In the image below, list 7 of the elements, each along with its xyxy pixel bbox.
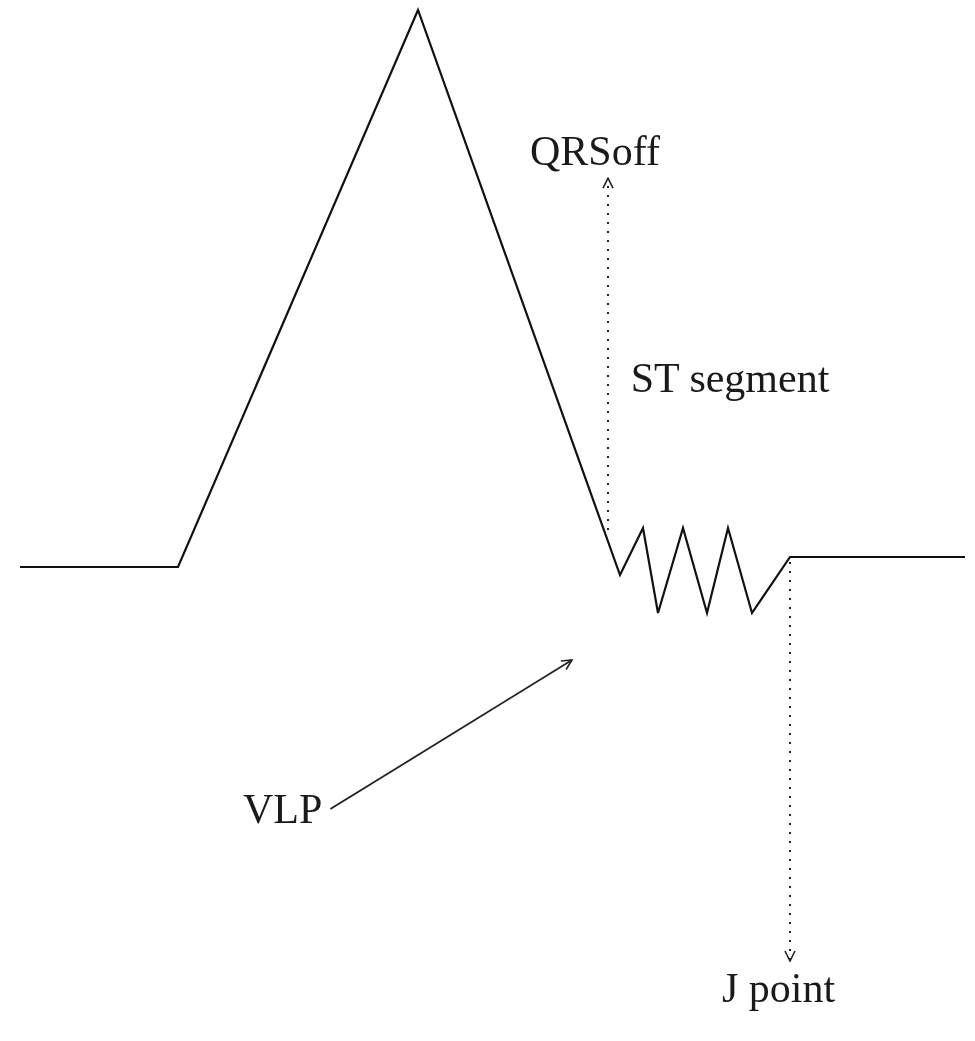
waveform-label: J point bbox=[722, 965, 836, 1012]
waveform-label: VLP bbox=[243, 786, 323, 833]
leader-arrow bbox=[329, 659, 573, 810]
waveform-label: QRSoff bbox=[530, 128, 660, 175]
leader-arrow bbox=[602, 177, 614, 531]
leader-arrow bbox=[784, 561, 796, 962]
segment-label: ST segment bbox=[630, 355, 830, 402]
